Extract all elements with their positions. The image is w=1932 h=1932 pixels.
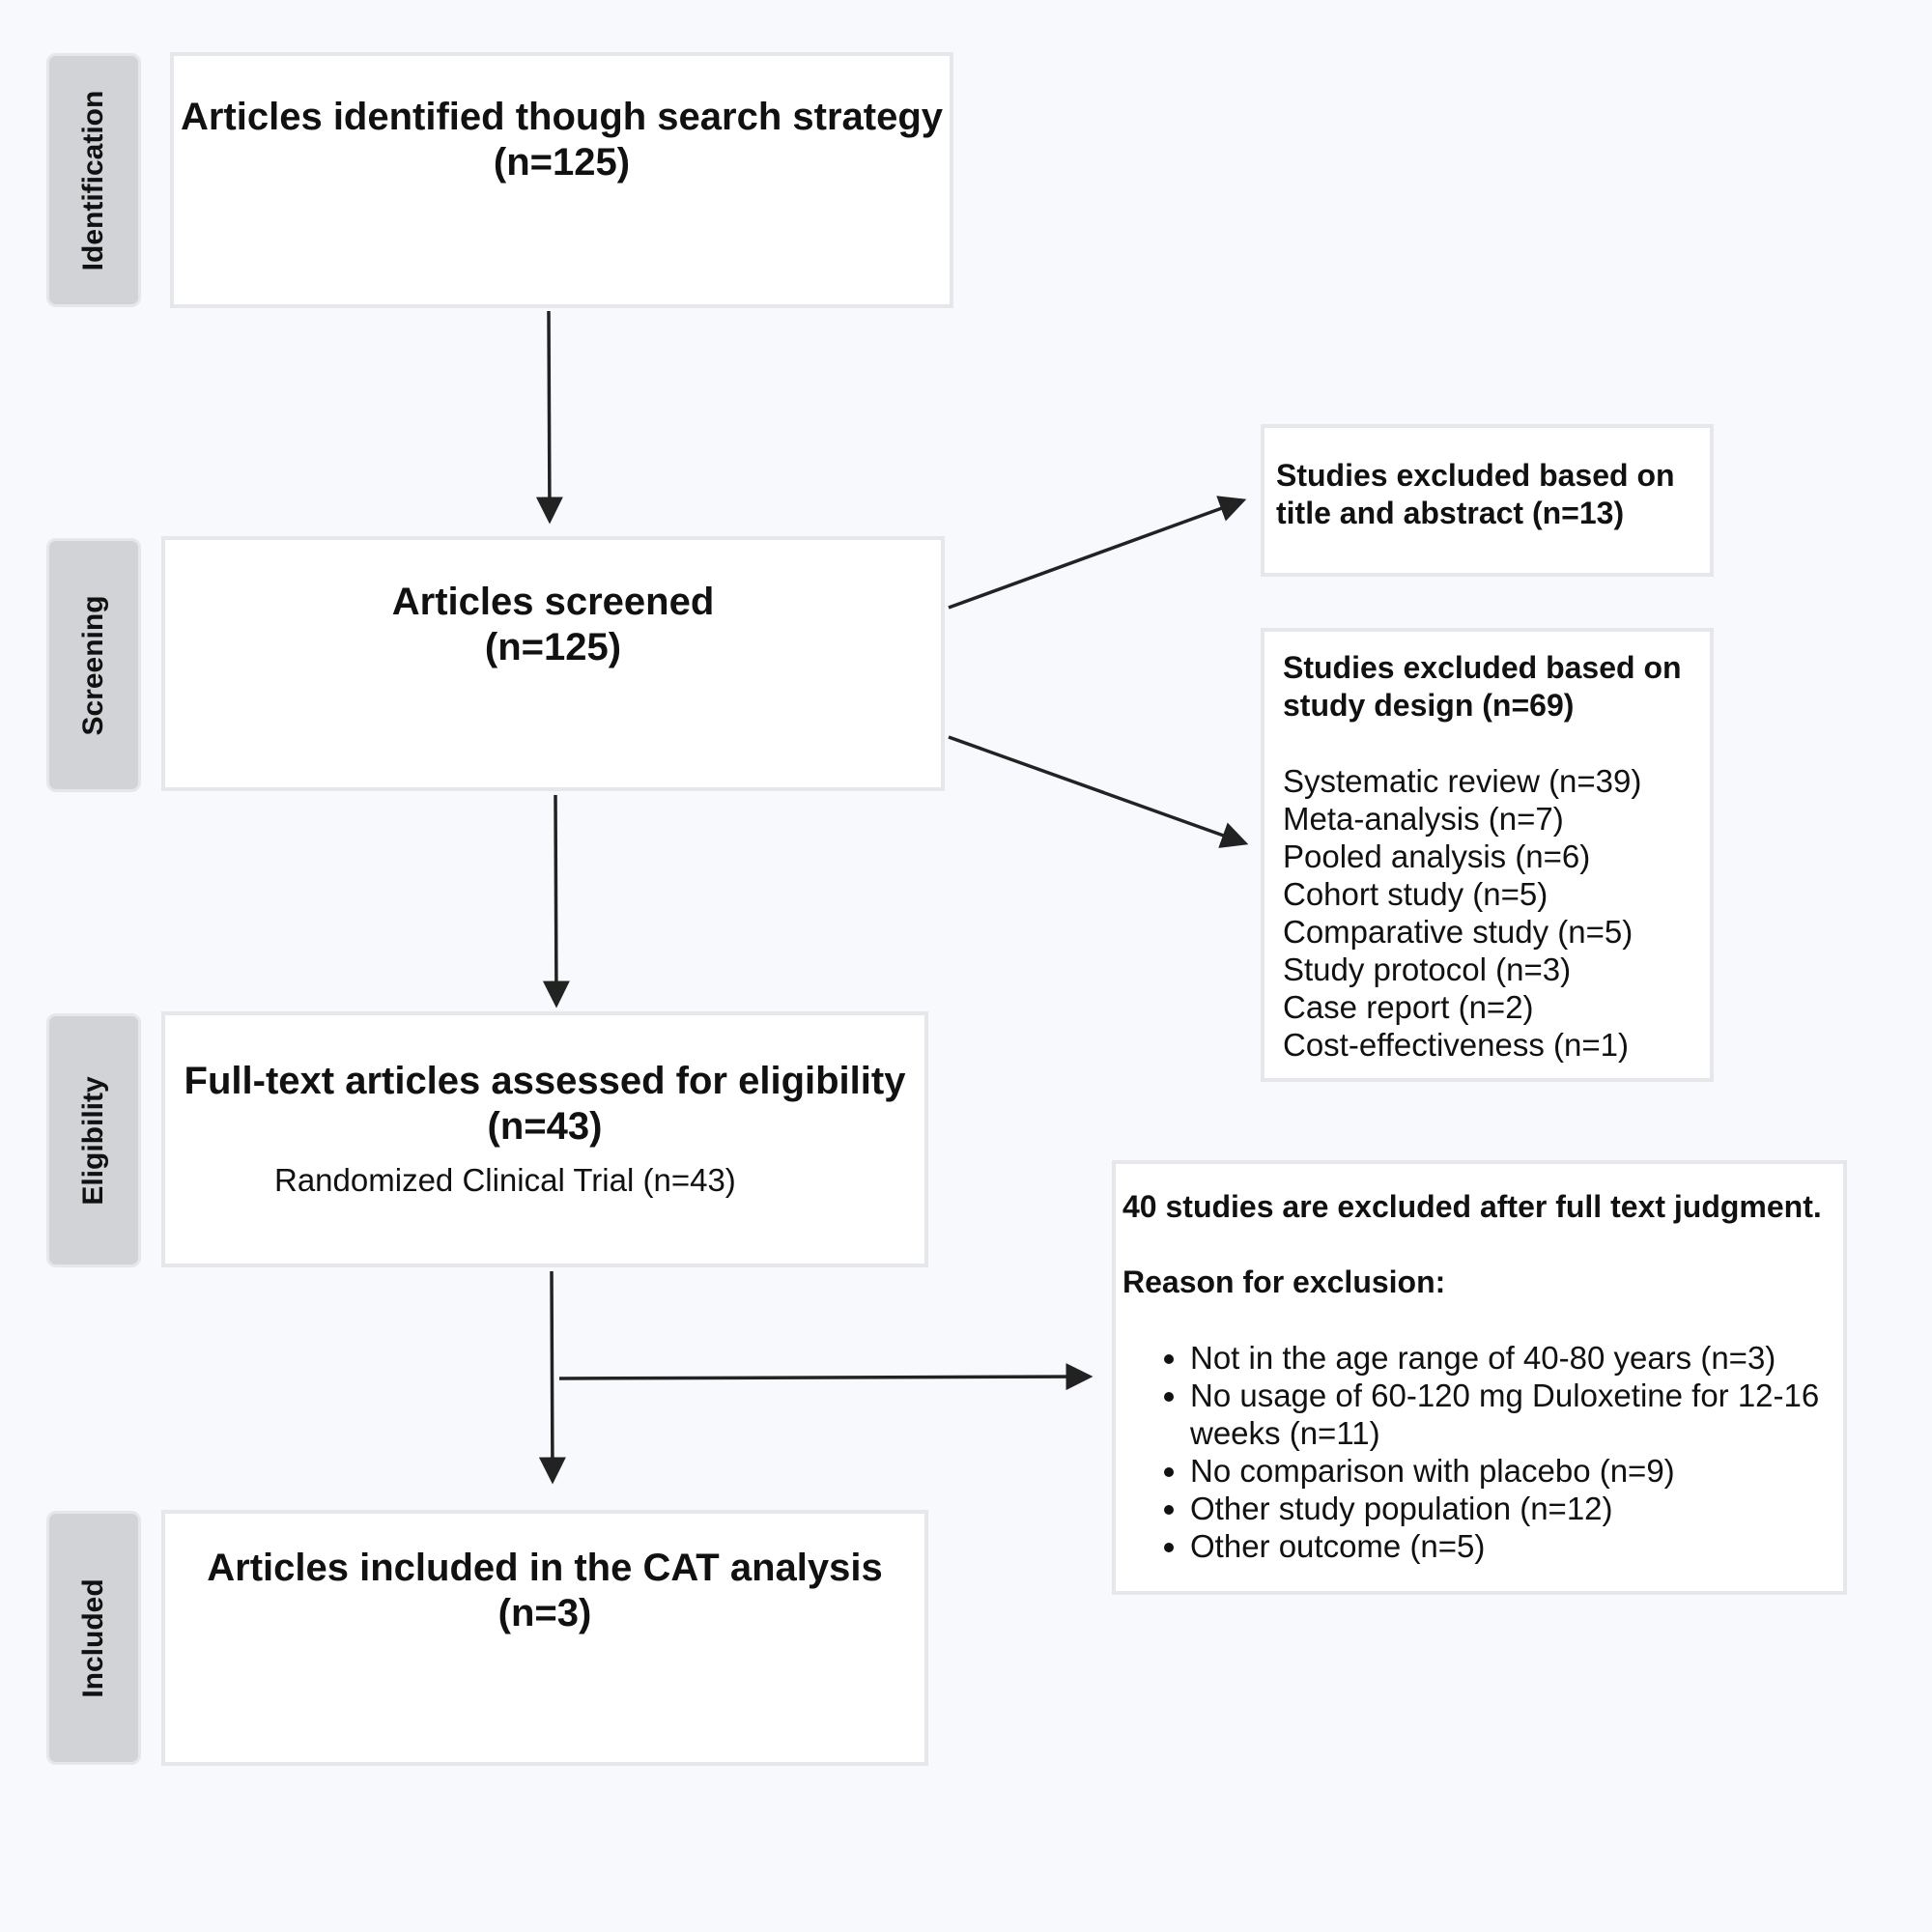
design-item: Case report (n=2) bbox=[1283, 989, 1534, 1025]
identified-title: Articles identified though search strate… bbox=[180, 96, 944, 138]
excluded-design-box: Studies excluded based on study design (… bbox=[1261, 628, 1714, 1082]
included-title: Articles included in the CAT analysis bbox=[207, 1547, 883, 1589]
arrow-screened-to-design bbox=[948, 735, 1249, 848]
excluded-title-abstract-line2: title and abstract (n=13) bbox=[1276, 496, 1625, 530]
excluded-fulltext-box: 40 studies are excluded after full text … bbox=[1112, 1160, 1847, 1595]
arrow-eligibility-to-included bbox=[538, 1270, 566, 1485]
identified-box: Articles identified though search strate… bbox=[170, 52, 953, 308]
arrow-identified-to-screened bbox=[535, 310, 563, 525]
excluded-design-line1: Studies excluded based on bbox=[1283, 650, 1682, 685]
excluded-fulltext-heading: 40 studies are excluded after full text … bbox=[1122, 1189, 1822, 1224]
exclusion-reasons-list: Not in the age range of 40-80 years (n=3… bbox=[1122, 1339, 1843, 1565]
design-item: Study protocol (n=3) bbox=[1283, 952, 1572, 987]
screened-box: Articles screened (n=125) bbox=[161, 536, 945, 791]
design-item: Cost-effectiveness (n=1) bbox=[1283, 1027, 1629, 1063]
excluded-title-abstract-box: Studies excluded based on title and abst… bbox=[1261, 424, 1714, 577]
eligibility-count: (n=43) bbox=[487, 1105, 603, 1148]
stage-identification: Identification bbox=[46, 53, 141, 307]
stage-eligibility: Eligibility bbox=[46, 1013, 141, 1267]
arrow-to-fulltext-exclusion bbox=[558, 1363, 1094, 1391]
exclusion-reason-label: Reason for exclusion: bbox=[1122, 1264, 1446, 1299]
identified-count: (n=125) bbox=[493, 141, 631, 184]
screened-count: (n=125) bbox=[484, 626, 622, 668]
eligibility-title: Full-text articles assessed for eligibil… bbox=[184, 1060, 906, 1102]
design-item: Comparative study (n=5) bbox=[1283, 914, 1634, 950]
exclusion-reason: Other outcome (n=5) bbox=[1190, 1527, 1843, 1565]
arrow-screened-to-title-abstract bbox=[948, 496, 1247, 610]
eligibility-detail: Randomized Clinical Trial (n=43) bbox=[274, 1162, 736, 1198]
included-count: (n=3) bbox=[497, 1592, 592, 1634]
excluded-title-abstract-line1: Studies excluded based on bbox=[1276, 458, 1675, 493]
design-item: Meta-analysis (n=7) bbox=[1283, 801, 1564, 837]
arrow-screened-to-eligibility bbox=[542, 794, 570, 1009]
design-item: Pooled analysis (n=6) bbox=[1283, 838, 1591, 874]
screened-title: Articles screened bbox=[391, 581, 715, 623]
excluded-design-line2: study design (n=69) bbox=[1283, 688, 1575, 723]
exclusion-reason: No comparison with placebo (n=9) bbox=[1190, 1452, 1843, 1490]
design-item: Systematic review (n=39) bbox=[1283, 763, 1642, 799]
exclusion-reason: Other study population (n=12) bbox=[1190, 1490, 1843, 1527]
exclusion-reason: No usage of 60-120 mg Duloxetine for 12-… bbox=[1190, 1377, 1843, 1452]
included-box: Articles included in the CAT analysis (n… bbox=[161, 1510, 928, 1766]
eligibility-box: Full-text articles assessed for eligibil… bbox=[161, 1011, 928, 1267]
stage-screening: Screening bbox=[46, 538, 141, 792]
stage-included: Included bbox=[46, 1511, 141, 1765]
exclusion-reason: Not in the age range of 40-80 years (n=3… bbox=[1190, 1339, 1843, 1377]
design-item: Cohort study (n=5) bbox=[1283, 876, 1548, 912]
